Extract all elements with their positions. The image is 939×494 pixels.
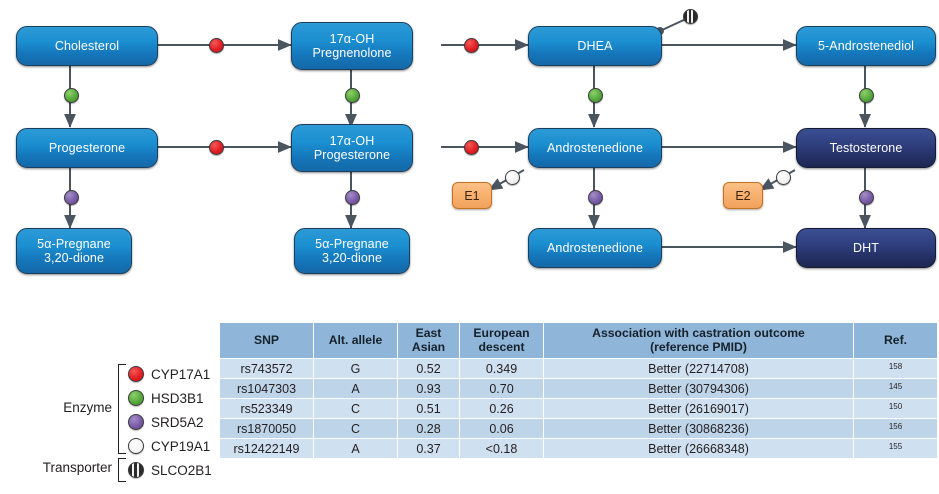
- enzyme-marker-cyp19a1-e1: [505, 170, 520, 185]
- node-17alpha-oh-pregnenolone[interactable]: 17α-OH Pregnenolone: [291, 22, 413, 70]
- green-circle-icon: [128, 390, 144, 406]
- node-androstenedione[interactable]: Androstenedione: [528, 128, 662, 168]
- cell-allele: C: [313, 398, 398, 419]
- cell-allele: C: [313, 418, 398, 439]
- enzyme-marker-hsd3b1-c1: [64, 88, 79, 103]
- cell-european: 0.349: [459, 358, 544, 379]
- enzyme-marker-hsd3b1-c4: [859, 88, 874, 103]
- cell-association: Better (26668348): [543, 438, 854, 459]
- cell-ref: 145: [853, 378, 938, 399]
- enzyme-marker-cyp19a1-e2: [776, 170, 791, 185]
- cell-snp: rs1870050: [219, 418, 314, 439]
- node-testosterone[interactable]: Testosterone: [796, 128, 936, 168]
- table-row[interactable]: rs743572 G 0.52 0.349 Better (22714708) …: [219, 358, 938, 379]
- column-header-alt-allele: Alt. allele: [313, 322, 398, 359]
- table-row[interactable]: rs523349 C 0.51 0.26 Better (26169017) 1…: [219, 398, 938, 419]
- column-header-snp: SNP: [219, 322, 314, 359]
- snp-association-table: SNP Alt. allele East Asian European desc…: [219, 322, 938, 459]
- table-row[interactable]: rs12422149 A 0.37 <0.18 Better (26668348…: [219, 438, 938, 459]
- node-e1-estrone[interactable]: E1: [452, 182, 492, 209]
- legend-item-cyp17a1: CYP17A1: [128, 362, 210, 386]
- legend-item-cyp19a1: CYP19A1: [128, 434, 210, 458]
- bracket-enzyme: [118, 364, 126, 454]
- node-5-androstenediol[interactable]: 5-Androstenediol: [796, 26, 936, 66]
- cell-association: Better (22714708): [543, 358, 854, 379]
- legend-group-label-enzyme: Enzyme: [63, 400, 112, 415]
- node-androstanedione[interactable]: Androstenedione: [528, 228, 662, 268]
- enzyme-marker-srd5a2-c1: [64, 190, 79, 205]
- node-17alpha-oh-progesterone[interactable]: 17α-OH Progesterone: [291, 124, 413, 172]
- enzyme-marker-cyp17a1-r1b: [464, 38, 479, 53]
- column-header-european-descent: European descent: [459, 322, 544, 359]
- node-e2-estradiol[interactable]: E2: [723, 182, 763, 209]
- enzyme-marker-cyp17a1-r2b: [464, 140, 479, 155]
- enzyme-marker-srd5a2-c3: [588, 190, 603, 205]
- cell-east-asian: 0.52: [397, 358, 460, 379]
- cell-east-asian: 0.28: [397, 418, 460, 439]
- enzyme-marker-cyp17a1-r1a: [209, 38, 224, 53]
- table-header-row: SNP Alt. allele East Asian European desc…: [219, 322, 938, 359]
- cell-snp: rs1047303: [219, 378, 314, 399]
- node-cholesterol[interactable]: Cholesterol: [16, 26, 158, 66]
- steroidogenesis-pathway-diagram: Cholesterol 17α-OH Pregnenolone DHEA 5-A…: [16, 9, 936, 274]
- red-circle-icon: [128, 366, 144, 382]
- cell-european: 0.06: [459, 418, 544, 439]
- legend-group-label-transporter: Transporter: [42, 460, 112, 475]
- cell-european: 0.26: [459, 398, 544, 419]
- white-circle-icon: [128, 438, 144, 454]
- cell-allele: A: [313, 438, 398, 459]
- column-header-association: Association with castration outcome (ref…: [543, 322, 854, 359]
- legend-item-srd5a2: SRD5A2: [128, 410, 204, 434]
- table-row[interactable]: rs1047303 A 0.93 0.70 Better (30794306) …: [219, 378, 938, 399]
- enzyme-marker-hsd3b1-c3: [588, 88, 603, 103]
- cell-european: 0.70: [459, 378, 544, 399]
- cell-ref: 156: [853, 418, 938, 439]
- cell-allele: G: [313, 358, 398, 379]
- enzyme-marker-srd5a2-c2: [345, 190, 360, 205]
- bracket-transporter: [118, 458, 126, 482]
- cell-ref: 150: [853, 398, 938, 419]
- cell-east-asian: 0.51: [397, 398, 460, 419]
- legend: CYP17A1 HSD3B1 SRD5A2 CYP19A1 SLCO2B1 En…: [0, 352, 220, 494]
- purple-circle-icon: [128, 414, 144, 430]
- cell-association: Better (30794306): [543, 378, 854, 399]
- node-5alpha-pregnane-320-dione-left[interactable]: 5α-Pregnane 3,20-dione: [16, 228, 132, 274]
- enzyme-marker-srd5a2-c4: [859, 190, 874, 205]
- cell-allele: A: [313, 378, 398, 399]
- cell-association: Better (30868236): [543, 418, 854, 439]
- striped-circle-icon: [128, 462, 144, 478]
- cell-ref: 158: [853, 358, 938, 379]
- cell-snp: rs12422149: [219, 438, 314, 459]
- column-header-ref: Ref.: [853, 322, 938, 359]
- cell-snp: rs523349: [219, 398, 314, 419]
- node-dht[interactable]: DHT: [796, 228, 936, 268]
- table-row[interactable]: rs1870050 C 0.28 0.06 Better (30868236) …: [219, 418, 938, 439]
- cell-association: Better (26169017): [543, 398, 854, 419]
- node-dhea[interactable]: DHEA: [528, 26, 662, 66]
- cell-ref: 155: [853, 438, 938, 459]
- enzyme-marker-cyp17a1-r2a: [209, 140, 224, 155]
- cell-east-asian: 0.37: [397, 438, 460, 459]
- legend-item-slco2b1: SLCO2B1: [128, 458, 212, 482]
- node-progesterone[interactable]: Progesterone: [16, 128, 158, 168]
- column-header-east-asian: East Asian: [397, 322, 460, 359]
- transporter-marker-slco2b1: [683, 9, 698, 24]
- node-5alpha-pregnane-320-dione-mid[interactable]: 5α-Pregnane 3,20-dione: [294, 228, 410, 274]
- cell-european: <0.18: [459, 438, 544, 459]
- legend-item-hsd3b1: HSD3B1: [128, 386, 204, 410]
- cell-snp: rs743572: [219, 358, 314, 379]
- cell-east-asian: 0.93: [397, 378, 460, 399]
- enzyme-marker-hsd3b1-c2: [345, 88, 360, 103]
